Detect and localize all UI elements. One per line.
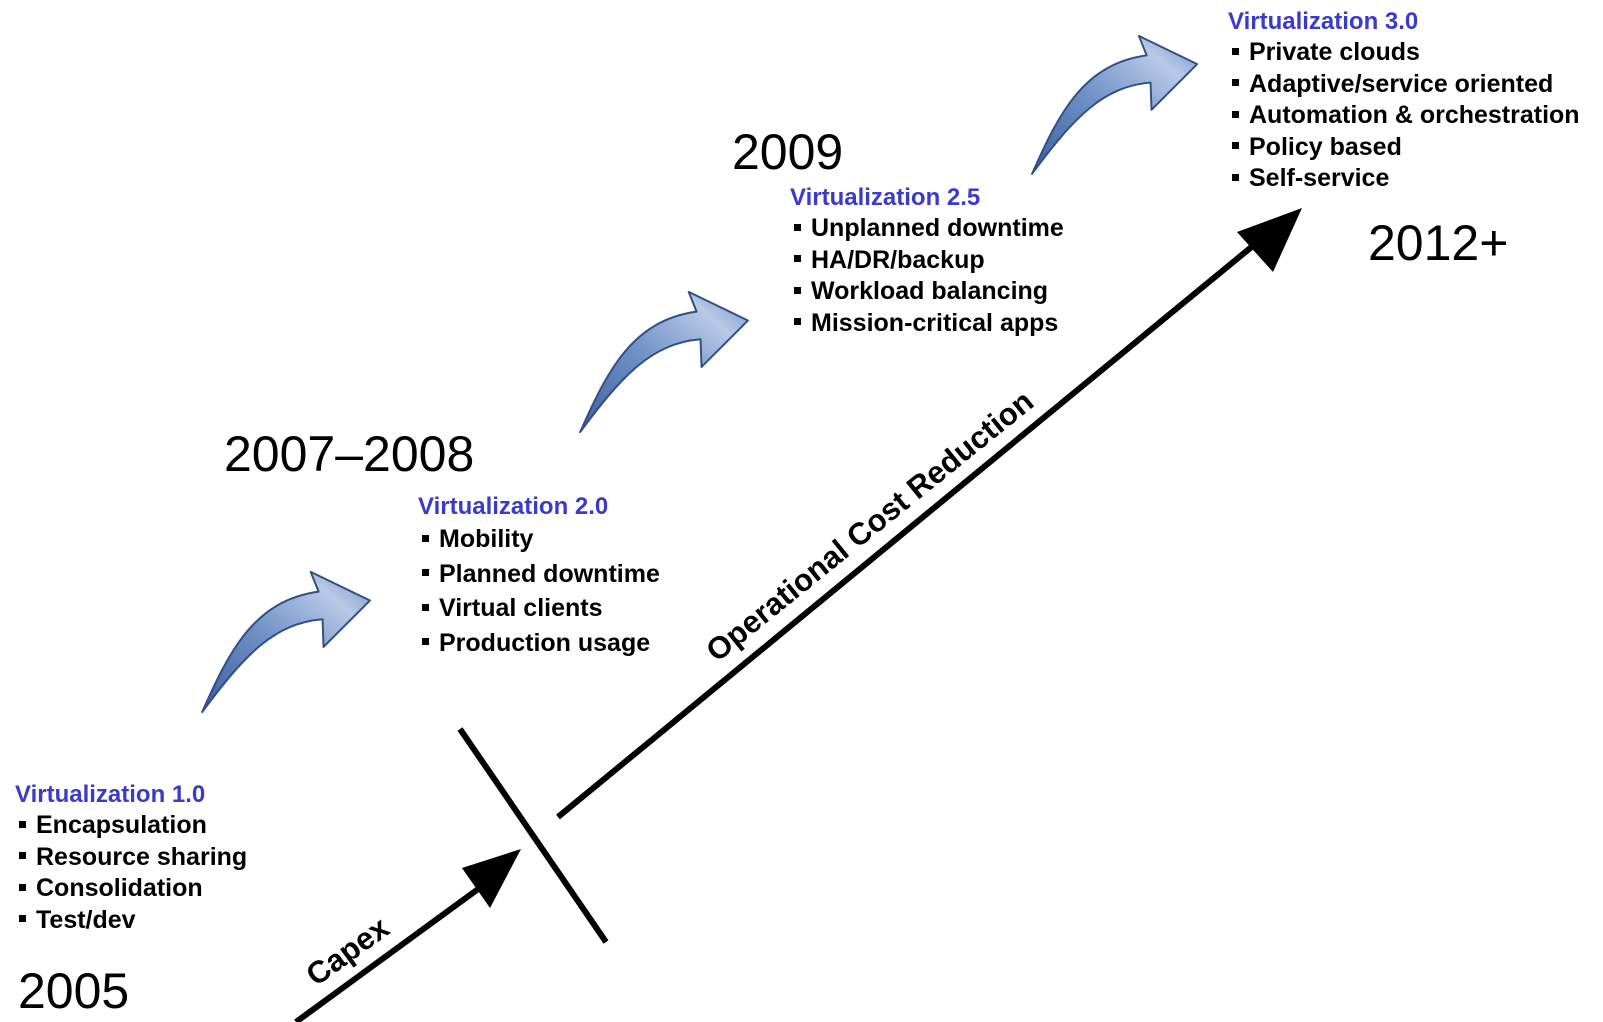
bullet-icon [19,915,26,923]
bullet-icon [1232,110,1239,118]
list-item: Consolidation [15,873,247,905]
bullet-icon [1232,47,1239,55]
divider-tick [457,727,609,944]
curved-arrow-icon [579,290,749,434]
stage-item-list: Private clouds Adaptive/service oriented… [1228,37,1580,195]
bullet-icon [422,569,429,577]
bullet-icon [794,318,801,326]
stage-item-list: Unplanned downtime HA/DR/backup Workload… [790,213,1064,339]
list-item: Private clouds [1228,37,1580,69]
list-item: Mission-critical apps [790,308,1064,340]
list-item: Workload balancing [790,276,1064,308]
bullet-icon [422,534,429,542]
curved-arrow-icon [201,570,371,714]
stage-virtualization-2-5: Virtualization 2.5 Unplanned downtime HA… [790,183,1064,339]
opex-label: Operational Cost Reduction [699,383,1040,668]
year-2007-2008: 2007–2008 [224,426,475,482]
bullet-icon [19,883,26,891]
list-item: Resource sharing [15,842,247,874]
list-item: Mobility [418,522,660,557]
capex-label: Capex [300,909,396,992]
bullet-icon [794,286,801,294]
list-item: Self-service [1228,163,1580,195]
opex-arrow-line [556,237,1262,820]
stage-item-list: Mobility Planned downtime Virtual client… [418,522,660,660]
bullet-icon [422,638,429,646]
straight-arrow-icon [462,849,521,908]
bullet-icon [19,820,26,828]
capex-arrow-line [294,873,498,1022]
bullet-icon [422,603,429,611]
stage-title: Virtualization 2.5 [790,184,981,211]
stage-virtualization-2: Virtualization 2.0 Mobility Planned down… [418,492,660,660]
stage-title: Virtualization 2.0 [418,493,609,520]
list-item: Adaptive/service oriented [1228,69,1580,101]
list-item: HA/DR/backup [790,245,1064,277]
curved-arrow-icon [1030,34,1199,175]
straight-arrow-icon [1237,208,1302,272]
list-item: Unplanned downtime [790,213,1064,245]
stage-virtualization-3: Virtualization 3.0 Private clouds Adapti… [1228,7,1580,195]
bullet-icon [794,255,801,263]
year-2005: 2005 [18,963,130,1019]
list-item: Automation & orchestration [1228,100,1580,132]
stage-title: Virtualization 1.0 [15,781,206,808]
stage-virtualization-1: Virtualization 1.0 Encapsulation Resourc… [15,780,247,936]
list-item: Encapsulation [15,810,247,842]
bullet-icon [19,852,26,860]
list-item: Planned downtime [418,557,660,592]
stage-title: Virtualization 3.0 [1228,8,1419,35]
list-item: Virtual clients [418,591,660,626]
year-2012: 2012+ [1368,215,1509,271]
list-item: Test/dev [15,905,247,937]
stage-item-list: Encapsulation Resource sharing Consolida… [15,810,247,936]
bullet-icon [1232,142,1239,150]
list-item: Production usage [418,626,660,661]
year-2009: 2009 [732,124,844,180]
bullet-icon [794,223,801,231]
bullet-icon [1232,79,1239,87]
bullet-icon [1232,173,1239,181]
list-item: Policy based [1228,132,1580,164]
